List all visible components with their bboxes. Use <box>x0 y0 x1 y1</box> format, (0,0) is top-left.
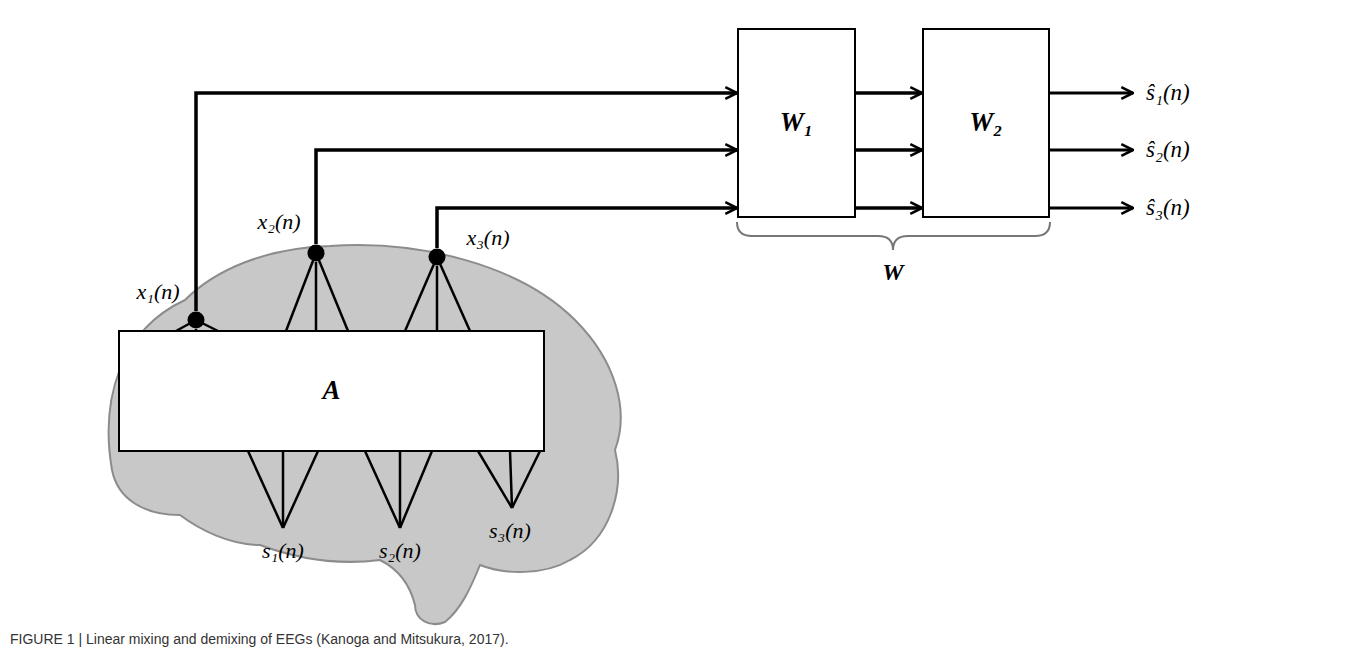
group-label: W <box>882 259 903 285</box>
box-label: W₂ <box>969 108 1002 138</box>
fan-line <box>405 257 437 331</box>
electrode-wire <box>315 262 318 330</box>
source-fans <box>248 451 540 528</box>
signal-arrow <box>856 206 922 210</box>
electrode-label: x₂(n) <box>257 210 300 234</box>
signal-arrow <box>856 148 922 152</box>
source-line <box>512 451 540 508</box>
source-line <box>400 451 432 528</box>
source-line <box>283 451 318 528</box>
fan-line <box>437 257 470 331</box>
source-line <box>399 451 402 528</box>
electrode-dot <box>187 311 205 329</box>
signal-arrow <box>316 150 737 244</box>
source-line <box>510 451 512 508</box>
box-label: A <box>322 376 340 406</box>
electrode-dot <box>429 249 446 266</box>
group-brace <box>737 222 1050 250</box>
signal-arrow <box>856 91 922 95</box>
source-line <box>282 451 285 528</box>
source-line <box>365 451 400 528</box>
electrode-wire <box>436 266 439 330</box>
electrode-dot <box>188 312 205 329</box>
output-arrows <box>1050 93 1133 208</box>
demixing-box: W₂ <box>922 28 1050 218</box>
source-line <box>478 451 512 508</box>
electrode-dot <box>307 244 325 262</box>
electrode-dot <box>428 248 446 266</box>
mixing-matrix-box: A <box>118 330 545 452</box>
output-label: ŝ₁(n) <box>1146 80 1190 105</box>
fan-line <box>286 253 316 331</box>
box-label: W₁ <box>780 108 813 138</box>
output-arrow <box>1050 92 1133 95</box>
output-arrow <box>1050 149 1133 152</box>
output-arrow <box>1050 207 1133 210</box>
demixing-box: W₁ <box>737 28 856 218</box>
fan-line <box>316 253 348 331</box>
electrode-label: x₃(n) <box>466 226 509 250</box>
electrode-dot <box>308 245 325 262</box>
source-label: s₁(n) <box>262 539 304 563</box>
brain-silhouette <box>109 245 621 624</box>
output-label: ŝ₃(n) <box>1146 195 1190 220</box>
source-line <box>248 451 283 528</box>
electrode-fans <box>176 253 470 331</box>
output-label: ŝ₂(n) <box>1146 137 1190 162</box>
electrode: x₃(n) <box>428 248 446 266</box>
electrode-label: x₁(n) <box>136 280 179 304</box>
electrode: x₁(n) <box>187 311 205 329</box>
electrode: x₂(n) <box>307 244 325 262</box>
source-label: s₃(n) <box>489 519 531 543</box>
signal-arrow <box>196 93 737 311</box>
figure-caption: FIGURE 1 | Linear mixing and demixing of… <box>10 631 509 647</box>
source-label: s₂(n) <box>379 539 421 563</box>
